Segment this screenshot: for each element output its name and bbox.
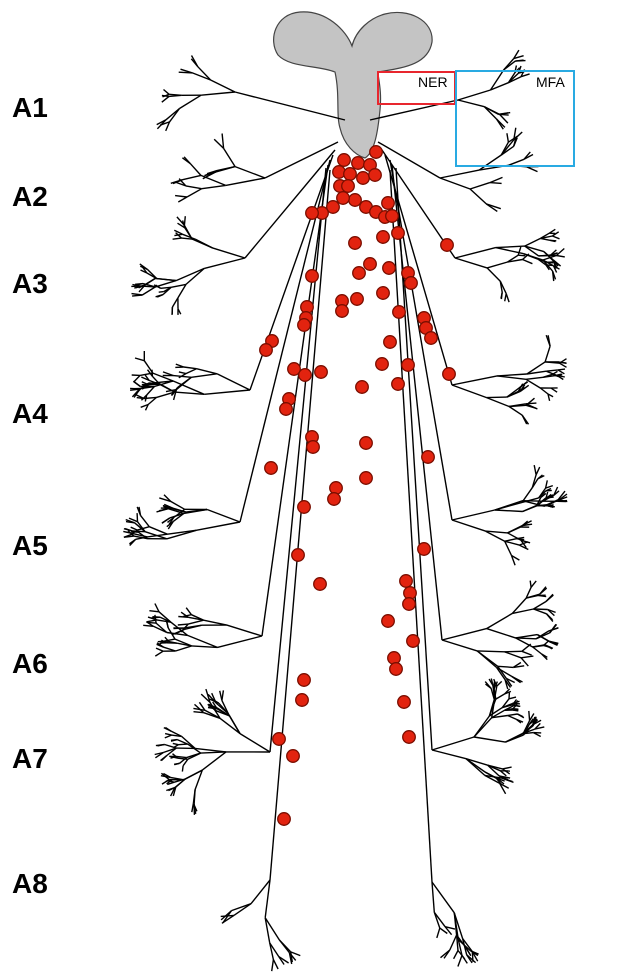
- cell-body: [425, 332, 438, 345]
- cell-body: [392, 227, 405, 240]
- cell-body: [360, 472, 373, 485]
- cell-body: [422, 451, 435, 464]
- mfa-label: MFA: [536, 75, 565, 89]
- cell-body: [306, 207, 319, 220]
- cell-body: [360, 437, 373, 450]
- cell-body: [344, 168, 357, 181]
- cell-body: [382, 615, 395, 628]
- cell-body: [337, 192, 350, 205]
- cell-body: [390, 663, 403, 676]
- cell-body: [400, 575, 413, 588]
- cell-body: [338, 154, 351, 167]
- cell-body: [287, 750, 300, 763]
- cell-body: [328, 493, 341, 506]
- segment-label-a3: A3: [12, 270, 48, 298]
- cell-body: [393, 306, 406, 319]
- cell-body: [384, 336, 397, 349]
- cell-body: [352, 157, 365, 170]
- cell-body: [307, 441, 320, 454]
- cell-body: [342, 180, 355, 193]
- cell-body: [403, 598, 416, 611]
- cell-body: [386, 210, 399, 223]
- cell-body: [443, 368, 456, 381]
- cell-body: [349, 237, 362, 250]
- cell-body: [260, 344, 273, 357]
- segment-label-a6: A6: [12, 650, 48, 678]
- cell-body: [376, 358, 389, 371]
- segment-label-a2: A2: [12, 183, 48, 211]
- segment-label-a4: A4: [12, 400, 48, 428]
- cell-body: [298, 674, 311, 687]
- ner-label: NER: [418, 75, 448, 89]
- cell-body: [382, 197, 395, 210]
- cell-body: [296, 694, 309, 707]
- cell-body: [418, 543, 431, 556]
- segment-label-a1: A1: [12, 94, 48, 122]
- cell-body: [357, 172, 370, 185]
- cell-body: [441, 239, 454, 252]
- cell-body: [349, 194, 362, 207]
- cell-body: [405, 277, 418, 290]
- cell-body: [407, 635, 420, 648]
- segment-label-a8: A8: [12, 870, 48, 898]
- cell-body: [353, 267, 366, 280]
- brain: [274, 12, 432, 158]
- cell-body: [356, 381, 369, 394]
- cell-body: [278, 813, 291, 826]
- cell-body: [403, 731, 416, 744]
- cell-body: [392, 378, 405, 391]
- cell-body: [377, 231, 390, 244]
- cell-body: [398, 696, 411, 709]
- cell-body: [315, 366, 328, 379]
- cell-body: [351, 293, 364, 306]
- cell-body: [369, 169, 382, 182]
- cell-body: [265, 462, 278, 475]
- cell-body: [314, 578, 327, 591]
- cell-body: [336, 305, 349, 318]
- cell-body: [298, 319, 311, 332]
- cell-body: [306, 270, 319, 283]
- cell-body: [370, 146, 383, 159]
- cell-body: [377, 287, 390, 300]
- segment-label-a5: A5: [12, 532, 48, 560]
- cell-body: [292, 549, 305, 562]
- cell-body: [273, 733, 286, 746]
- segment-label-a7: A7: [12, 745, 48, 773]
- cell-body: [402, 359, 415, 372]
- cell-body: [364, 258, 377, 271]
- cell-body: [280, 403, 293, 416]
- cell-body: [298, 501, 311, 514]
- cell-body: [299, 369, 312, 382]
- cell-body: [383, 262, 396, 275]
